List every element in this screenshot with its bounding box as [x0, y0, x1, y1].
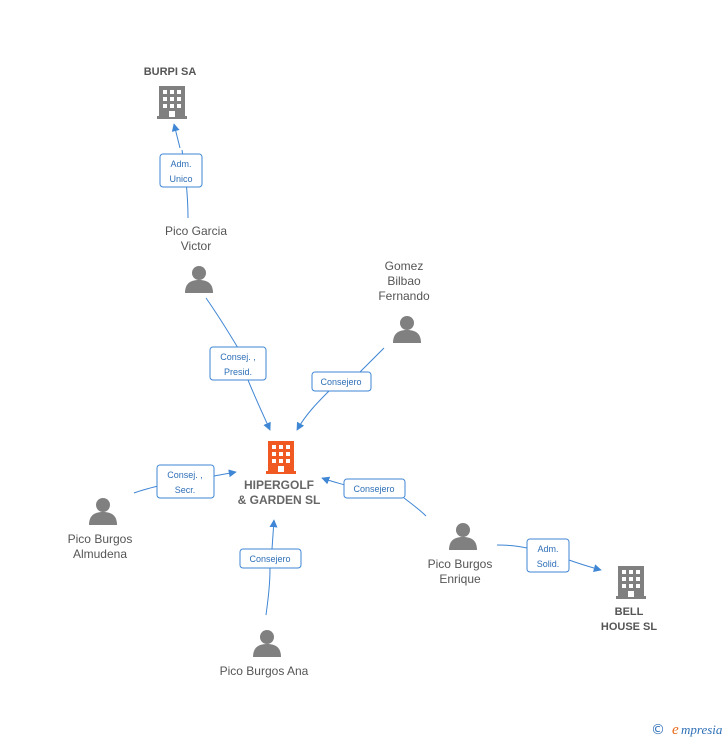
edge-line: [403, 497, 427, 517]
edge-ana-hipergolf: Consejero: [239, 519, 302, 616]
edge-label-line1: Consejero: [353, 484, 394, 494]
edge-victor-burpi: Adm. Unico: [159, 123, 203, 219]
building-icon: [157, 86, 187, 119]
edge-label-box: [526, 538, 570, 573]
edge-label-line1: Consejero: [320, 377, 361, 387]
edge-arrow: [568, 559, 602, 572]
edge-label-line1: Adm.: [537, 544, 558, 554]
edge-label-line2: Presid.: [224, 367, 252, 377]
edge-label-line1: Consejero: [249, 554, 290, 564]
node-label-line2: Almudena: [73, 547, 127, 561]
edge-enrique-hipergolf: Consejero: [321, 476, 427, 517]
edge-label-box: [343, 478, 406, 499]
edge-arrow: [321, 476, 346, 486]
copyright-icon: ©: [651, 722, 665, 738]
node-label-line1: HIPERGOLF: [244, 478, 314, 492]
edge-line: [359, 347, 385, 373]
person-icon: [253, 630, 281, 657]
node-label: BURPI SA: [144, 66, 197, 78]
node-label: Pico Burgos Ana: [220, 664, 309, 678]
person-node-almudena[interactable]: Pico Burgos Almudena: [68, 498, 133, 561]
edge-label-box: [156, 464, 215, 499]
edge-victor-hipergolf: Consej. , Presid.: [205, 297, 271, 431]
edge-label-line2: Secr.: [175, 485, 196, 495]
edge-line: [265, 567, 271, 616]
node-label-line2: & GARDEN SL: [238, 493, 321, 507]
edge-label-box: [239, 548, 302, 569]
edge-gomez-hipergolf: Consejero: [296, 347, 385, 431]
edge-line: [496, 544, 528, 549]
edge-arrow: [269, 519, 278, 550]
brand-logo-text: mpresia: [681, 722, 723, 737]
edge-label-line1: Adm.: [170, 159, 191, 169]
node-label-line2: Victor: [181, 239, 211, 253]
edge-label-line2: Unico: [169, 174, 192, 184]
person-node-enrique[interactable]: Pico Burgos Enrique: [428, 523, 493, 586]
edge-label-line1: Consej. ,: [167, 470, 203, 480]
edge-arrow: [247, 379, 271, 431]
edge-enrique-bellhouse: Adm. Solid.: [496, 538, 602, 573]
edge-arrow: [171, 123, 181, 149]
person-node-ana[interactable]: Pico Burgos Ana: [220, 630, 309, 678]
person-icon: [449, 523, 477, 550]
company-node-burpi[interactable]: BURPI SA: [144, 66, 197, 119]
person-node-victor[interactable]: Pico Garcia Victor: [165, 224, 227, 293]
edge-label-box: [311, 371, 372, 392]
edge-line: [133, 485, 159, 494]
node-label-line2: HOUSE SL: [601, 621, 658, 633]
company-node-bellhouse[interactable]: BELL HOUSE SL: [601, 566, 658, 633]
edge-label-line1: Consej. ,: [220, 352, 256, 362]
person-icon: [89, 498, 117, 525]
node-label-line1: BELL: [615, 606, 644, 618]
node-label-line1: Pico Burgos: [428, 557, 493, 571]
edge-label-line2: Solid.: [537, 559, 560, 569]
edge-line: [205, 297, 239, 349]
building-icon: [616, 566, 646, 599]
brand-logo-initial: e: [672, 722, 679, 738]
node-label-line1: Pico Burgos: [68, 532, 133, 546]
edge-arrow: [213, 469, 237, 478]
building-icon: [266, 441, 296, 474]
node-label-line1: Gomez: [385, 259, 424, 273]
person-icon: [185, 266, 213, 293]
node-label-line3: Fernando: [378, 289, 430, 303]
person-node-gomez[interactable]: Gomez Bilbao Fernando: [378, 259, 430, 343]
brand-footer[interactable]: © e mpresia: [651, 722, 723, 738]
edge-label-box: [209, 346, 267, 381]
edge-arrow: [296, 389, 331, 431]
edge-label-box: [159, 153, 203, 188]
node-label-line1: Pico Garcia: [165, 224, 227, 238]
node-label-line2: Bilbao: [387, 274, 421, 288]
person-icon: [393, 316, 421, 343]
company-node-hipergolf[interactable]: HIPERGOLF & GARDEN SL: [238, 441, 321, 507]
node-label-line2: Enrique: [439, 572, 481, 586]
edge-almudena-hipergolf: Consej. , Secr.: [133, 464, 237, 499]
